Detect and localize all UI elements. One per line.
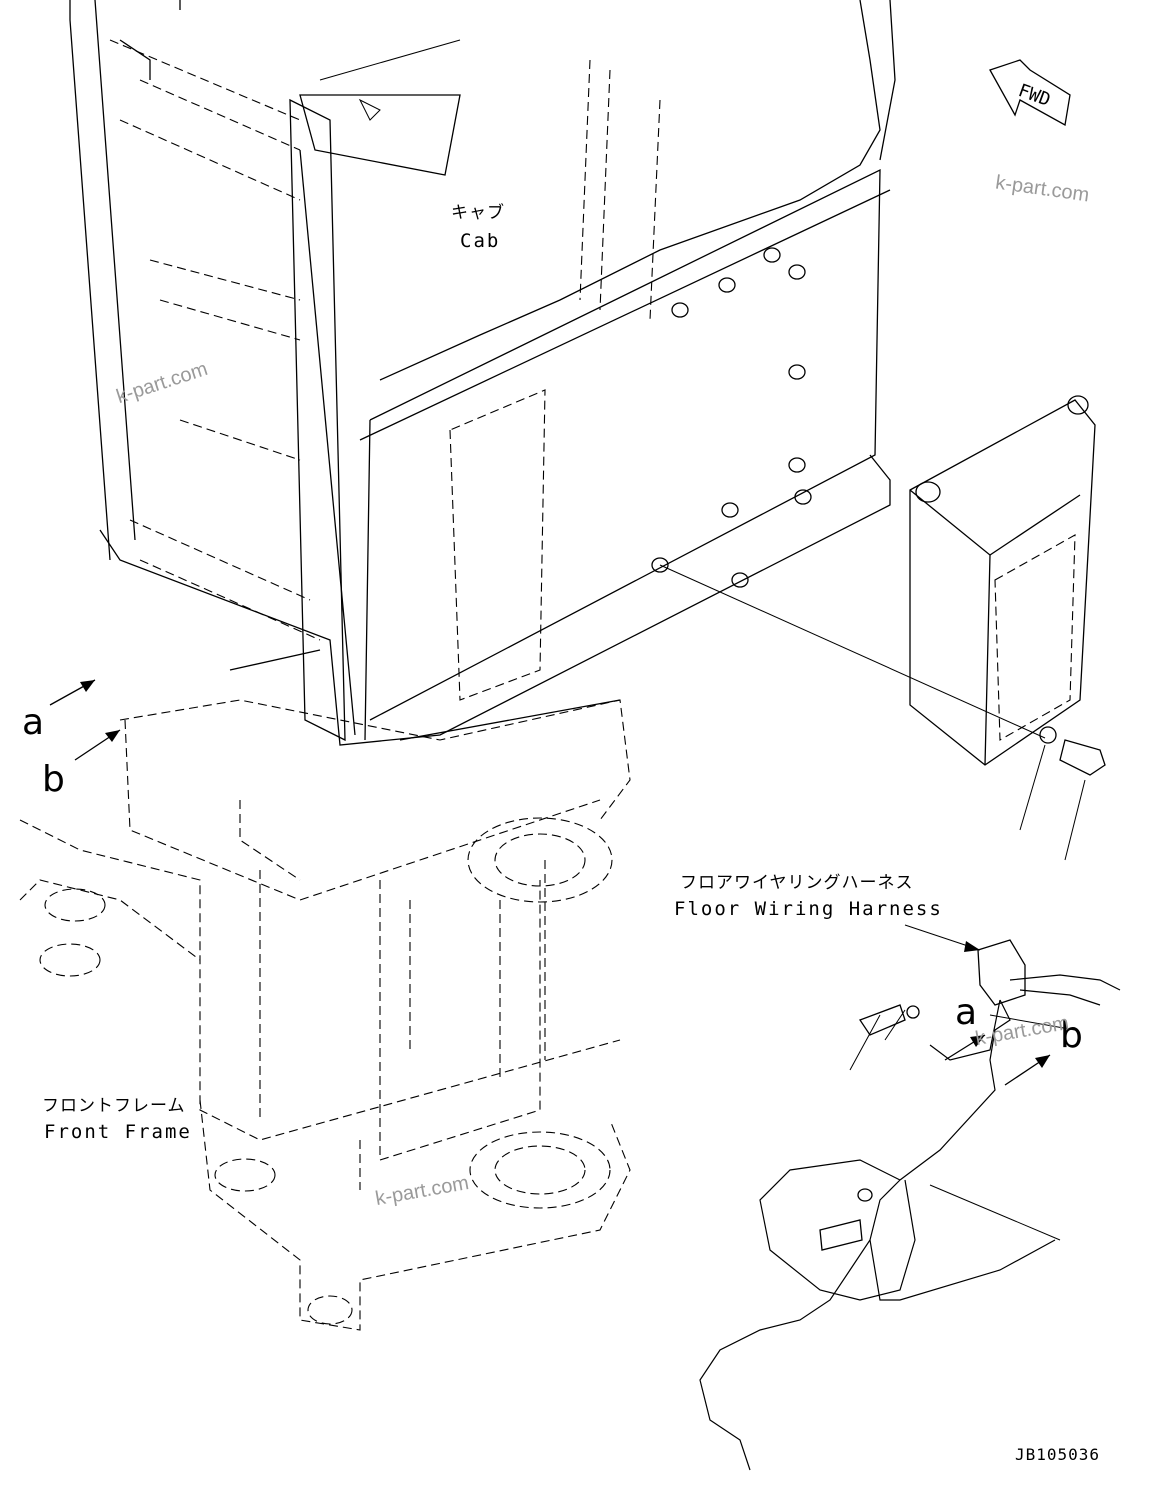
callout-b-main: b (42, 759, 65, 800)
frame-label-jp: フロントフレーム (42, 1096, 186, 1116)
harness-label-jp: フロアワイヤリングハーネス (680, 873, 914, 893)
callout-b-detail: b (1060, 1015, 1083, 1056)
callout-a-main: a (22, 702, 45, 743)
cab-label-jp: キャブ (451, 203, 505, 223)
frame-label-en: Front Frame (44, 1121, 192, 1143)
cab-label-en: Cab (460, 230, 501, 252)
harness-label-en: Floor Wiring Harness (674, 898, 943, 920)
controller-box (659, 395, 1106, 861)
wiring-harness-drawing (699, 924, 1121, 1471)
callout-a-detail: a (955, 992, 978, 1033)
front-frame-drawing (19, 699, 631, 1331)
fwd-arrow-icon (989, 59, 1071, 127)
callout-arrows-main (49, 679, 121, 761)
drawing-number: JB105036 (1015, 1445, 1101, 1464)
cab-drawing (69, 0, 896, 746)
